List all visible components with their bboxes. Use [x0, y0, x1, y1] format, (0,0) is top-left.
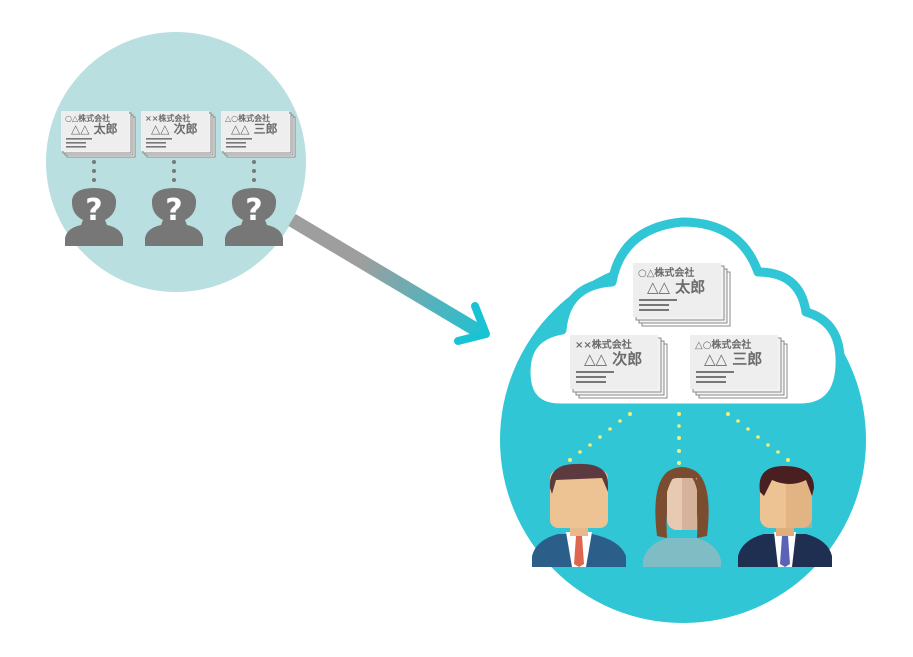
businesswoman-icon — [643, 467, 721, 567]
arrow-right-down-icon — [288, 213, 490, 345]
card-company: ○△株式会社 — [65, 113, 110, 123]
unknown-person-icon: ? — [65, 188, 123, 246]
before-card-2: ××株式会社 △△ 次郎 — [140, 110, 216, 158]
card-company: △○株式会社 — [225, 113, 270, 123]
cloud-card-3: △○株式会社 △△ 三郎 — [689, 334, 788, 399]
svg-text:?: ? — [245, 193, 262, 228]
card-name: △△ 次郎 — [151, 121, 198, 136]
businessman-icon — [532, 463, 626, 567]
card-company: ××株式会社 — [575, 338, 632, 351]
businessman-icon — [738, 466, 832, 567]
card-name: △△ 次郎 — [584, 350, 642, 368]
card-company: ○△株式会社 — [638, 266, 694, 279]
card-company: ××株式会社 — [145, 113, 190, 123]
before-connectors — [92, 160, 256, 182]
svg-text:?: ? — [165, 193, 182, 228]
cloud-card-2: ××株式会社 △△ 次郎 — [569, 334, 668, 399]
unknown-person-icon: ? — [225, 188, 283, 246]
cloud-card-1: ○△株式会社 △△ 太郎 — [632, 262, 731, 327]
card-name: △△ 太郎 — [647, 278, 705, 296]
card-name: △△ 三郎 — [704, 350, 762, 368]
unknown-person-icon: ? — [145, 188, 203, 246]
before-card-3: △○株式会社 △△ 三郎 — [220, 110, 296, 158]
before-card-1: ○△株式会社 △△ 太郎 — [60, 110, 136, 158]
svg-text:?: ? — [85, 193, 102, 228]
card-name: △△ 太郎 — [71, 121, 118, 136]
card-company: △○株式会社 — [695, 338, 751, 351]
card-name: △△ 三郎 — [231, 121, 278, 136]
after-connectors — [568, 412, 790, 465]
